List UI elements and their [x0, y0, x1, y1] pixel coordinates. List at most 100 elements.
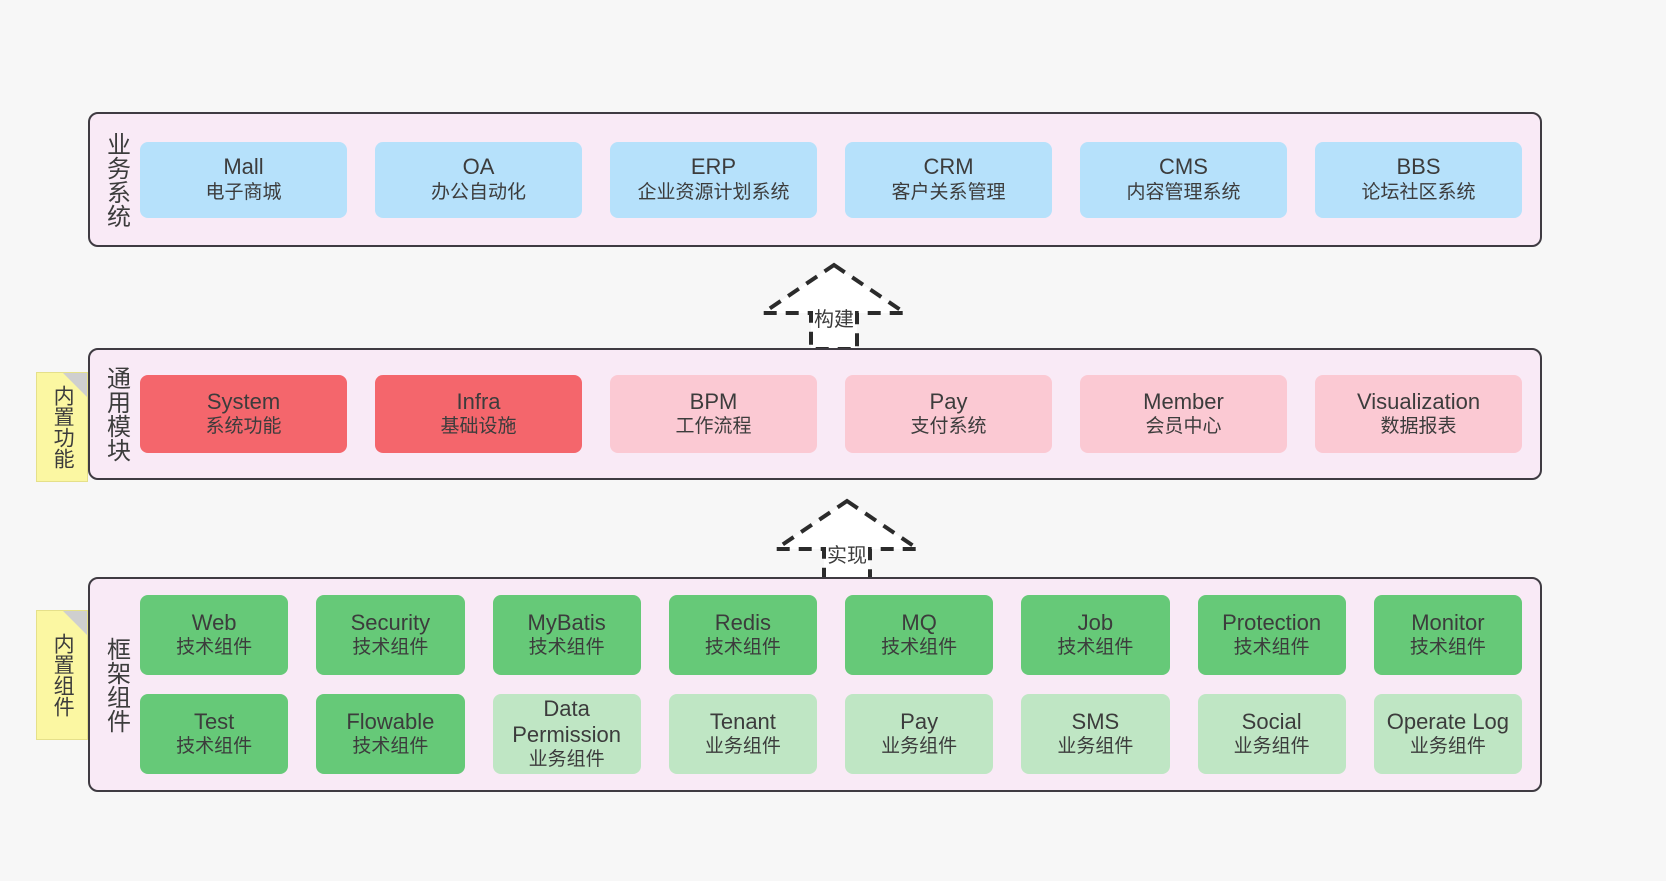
node-operate-log[interactable]: Operate Log 业务组件	[1373, 694, 1522, 774]
node-title: Infra	[456, 388, 501, 414]
node-row: Test 技术组件 Flowable 技术组件 Data Permission …	[140, 694, 1522, 774]
node-web[interactable]: Web 技术组件	[140, 595, 289, 675]
layer-common-module: 通用模块 System 系统功能 Infra 基础设施 BPM 工作流程 Pay…	[88, 348, 1542, 480]
node-subtitle: 技术组件	[176, 637, 253, 659]
node-data-permission[interactable]: Data Permission 业务组件	[492, 694, 641, 774]
node-mall[interactable]: Mall 电子商城	[140, 141, 347, 218]
node-title: Visualization	[1356, 388, 1481, 414]
node-title: MyBatis	[527, 609, 606, 635]
node-title: Social	[1241, 708, 1302, 734]
node-subtitle: 企业资源计划系统	[637, 181, 790, 203]
node-monitor[interactable]: Monitor 技术组件	[1373, 595, 1522, 675]
node-subtitle: 业务组件	[1233, 736, 1310, 758]
node-title: Web	[191, 609, 237, 635]
arrow-build: 构建	[759, 261, 909, 353]
node-subtitle: 技术组件	[1057, 637, 1134, 659]
node-subtitle: 工作流程	[675, 416, 752, 438]
node-subtitle: 系统功能	[205, 416, 282, 438]
node-subtitle: 技术组件	[1409, 637, 1486, 659]
node-subtitle: 技术组件	[1233, 637, 1310, 659]
node-title: Protection	[1222, 609, 1322, 635]
node-system[interactable]: System 系统功能	[140, 375, 347, 453]
node-title: Pay	[900, 708, 939, 734]
node-social[interactable]: Social 业务组件	[1197, 694, 1346, 774]
node-subtitle: 业务组件	[1057, 736, 1134, 758]
node-title: Member	[1143, 388, 1224, 414]
node-cms[interactable]: CMS 内容管理系统	[1080, 141, 1287, 218]
node-subtitle: 业务组件	[1409, 736, 1486, 758]
node-title: Job	[1077, 609, 1114, 635]
node-test[interactable]: Test 技术组件	[140, 694, 289, 774]
node-subtitle: 技术组件	[352, 736, 429, 758]
node-infra[interactable]: Infra 基础设施	[375, 375, 582, 453]
node-sms[interactable]: SMS 业务组件	[1021, 694, 1170, 774]
generalization-arrow-icon	[772, 498, 922, 587]
generalization-arrow-icon	[759, 262, 909, 351]
node-bpm[interactable]: BPM 工作流程	[610, 375, 817, 453]
layer-business-system: 业务系统 Mall 电子商城 OA 办公自动化 ERP 企业资源计划系统 CRM…	[88, 112, 1542, 247]
node-title: CMS	[1159, 154, 1208, 180]
node-row: System 系统功能 Infra 基础设施 BPM 工作流程 Pay 支付系统…	[140, 375, 1522, 453]
node-title: CRM	[923, 154, 974, 180]
node-subtitle: 业务组件	[881, 736, 958, 758]
layer-label-framework-component: 框架组件	[102, 636, 130, 733]
node-subtitle: 技术组件	[528, 637, 605, 659]
layer-body-common-module: System 系统功能 Infra 基础设施 BPM 工作流程 Pay 支付系统…	[140, 350, 1540, 478]
node-pay-component[interactable]: Pay 业务组件	[845, 694, 994, 774]
node-subtitle: 技术组件	[352, 637, 429, 659]
node-title: BBS	[1396, 154, 1441, 180]
node-subtitle: 客户关系管理	[891, 181, 1006, 203]
node-subtitle: 电子商城	[205, 181, 282, 203]
node-subtitle: 业务组件	[704, 736, 781, 758]
node-subtitle: 基础设施	[440, 416, 517, 438]
node-title: Security	[350, 609, 431, 635]
node-crm[interactable]: CRM 客户关系管理	[845, 141, 1052, 218]
node-job[interactable]: Job 技术组件	[1021, 595, 1170, 675]
layer-label-business-system: 业务系统	[102, 131, 130, 228]
node-redis[interactable]: Redis 技术组件	[668, 595, 817, 675]
node-tenant[interactable]: Tenant 业务组件	[668, 694, 817, 774]
layer-body-framework-component: Web 技术组件 Security 技术组件 MyBatis 技术组件 Redi…	[140, 579, 1540, 790]
node-title: Pay	[929, 388, 968, 414]
node-security[interactable]: Security 技术组件	[316, 595, 465, 675]
node-title: Monitor	[1411, 609, 1485, 635]
node-title: ERP	[690, 154, 737, 180]
node-visualization[interactable]: Visualization 数据报表	[1315, 375, 1522, 453]
node-mq[interactable]: MQ 技术组件	[845, 595, 994, 675]
node-row: Web 技术组件 Security 技术组件 MyBatis 技术组件 Redi…	[140, 595, 1522, 675]
node-subtitle: 业务组件	[528, 748, 605, 770]
node-title: System	[206, 388, 281, 414]
node-title: SMS	[1071, 708, 1120, 734]
node-oa[interactable]: OA 办公自动化	[375, 141, 582, 218]
layer-label-common-module: 通用模块	[102, 366, 130, 462]
node-subtitle: 技术组件	[704, 637, 781, 659]
layer-body-business-system: Mall 电子商城 OA 办公自动化 ERP 企业资源计划系统 CRM 客户关系…	[140, 114, 1540, 245]
node-row: Mall 电子商城 OA 办公自动化 ERP 企业资源计划系统 CRM 客户关系…	[140, 141, 1522, 218]
node-title: OA	[462, 154, 495, 180]
node-title: Data Permission	[512, 695, 622, 747]
node-bbs[interactable]: BBS 论坛社区系统	[1315, 141, 1522, 218]
node-subtitle: 技术组件	[176, 736, 253, 758]
arrow-implement: 实现	[772, 497, 922, 589]
node-title: MQ	[901, 609, 937, 635]
node-pay-module[interactable]: Pay 支付系统	[845, 375, 1052, 453]
node-title: BPM	[689, 388, 738, 414]
node-flowable[interactable]: Flowable 技术组件	[316, 694, 465, 774]
sticky-note-builtin-function: 内置功能	[36, 372, 88, 482]
node-subtitle: 技术组件	[881, 637, 958, 659]
node-title: Redis	[714, 609, 771, 635]
node-protection[interactable]: Protection 技术组件	[1197, 595, 1346, 675]
sticky-note-builtin-component: 内置组件	[36, 610, 88, 740]
node-erp[interactable]: ERP 企业资源计划系统	[610, 141, 817, 218]
node-subtitle: 支付系统	[910, 416, 987, 438]
node-subtitle: 数据报表	[1380, 416, 1457, 438]
layer-framework-component: 框架组件 Web 技术组件 Security 技术组件 MyBatis 技术组件…	[88, 577, 1542, 792]
node-title: Mall	[223, 154, 264, 180]
node-mybatis[interactable]: MyBatis 技术组件	[492, 595, 641, 675]
node-subtitle: 内容管理系统	[1126, 181, 1241, 203]
node-subtitle: 会员中心	[1145, 416, 1222, 438]
node-subtitle: 办公自动化	[430, 181, 526, 203]
node-subtitle: 论坛社区系统	[1361, 181, 1476, 203]
node-member[interactable]: Member 会员中心	[1080, 375, 1287, 453]
